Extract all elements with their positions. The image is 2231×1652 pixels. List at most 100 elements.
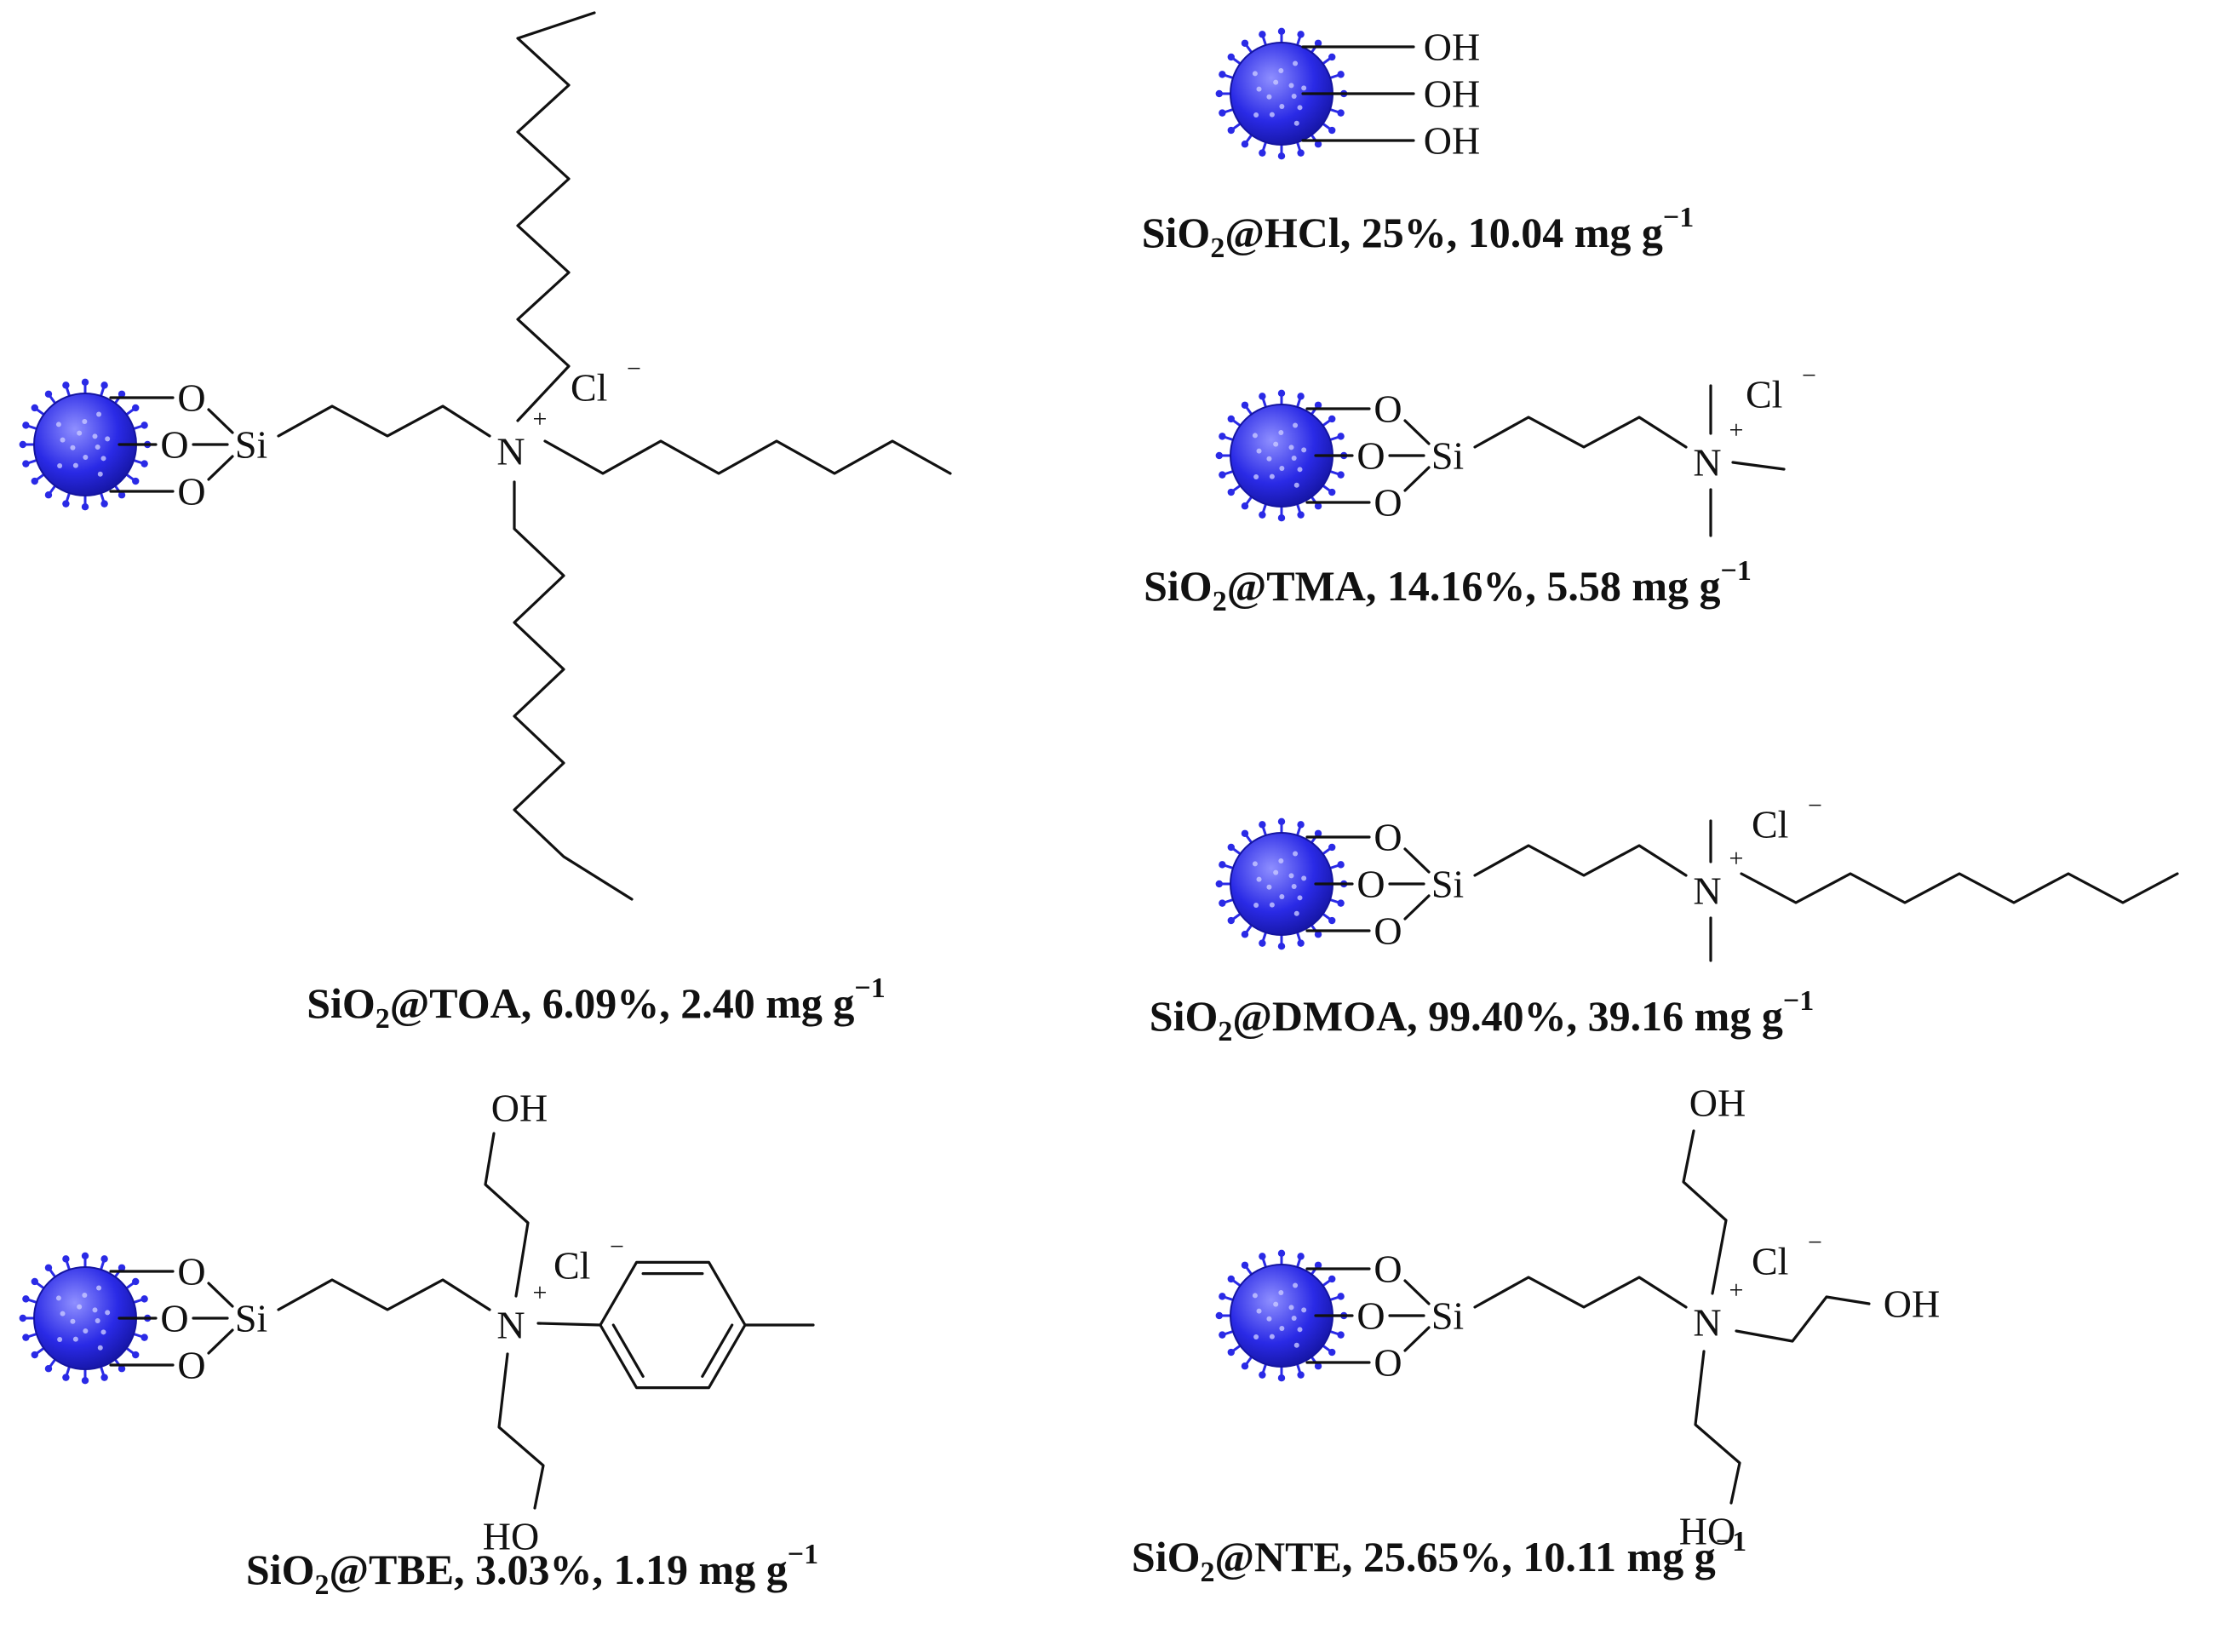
caption-exponent: −1 — [1721, 555, 1752, 587]
caption-exponent: −1 — [854, 972, 885, 1004]
particle-texture — [1252, 433, 1258, 439]
particle-spike-tip — [1227, 1348, 1235, 1357]
particle-texture — [1279, 465, 1285, 471]
particle-spike-tip — [1215, 451, 1224, 460]
particle-spike-tip — [1328, 1348, 1336, 1357]
particle-texture — [55, 1295, 61, 1301]
particle-texture — [1301, 1307, 1307, 1313]
particle-spike-tip — [1219, 471, 1226, 479]
silica-nanoparticle-icon — [19, 1252, 152, 1385]
particle-spike-tip — [44, 491, 53, 499]
oxygen-atom: O — [177, 470, 205, 513]
hydroxyl-group: OH — [1424, 119, 1480, 163]
chloride-ion: Cl — [553, 1244, 590, 1288]
hydroxyethyl-chain-down — [497, 1352, 545, 1510]
oxygen-atom: O — [1356, 434, 1385, 478]
particle-texture — [57, 463, 63, 469]
particle-spike-tip — [1277, 1374, 1286, 1382]
hydroxyl-group: OH — [1424, 26, 1480, 69]
particle-spike-tip — [141, 1334, 148, 1341]
particle-spike-tip — [1259, 939, 1266, 947]
particle-texture — [1293, 422, 1299, 428]
oxygen-atom: O — [1356, 1294, 1385, 1338]
particle-spike-tip — [1227, 1275, 1235, 1283]
oxygen-atom: O — [1356, 863, 1385, 906]
particle-texture — [1266, 456, 1272, 462]
octyl-chain — [1740, 872, 2179, 904]
particle-spike-tip — [31, 1277, 38, 1286]
particle-spike-tip — [132, 404, 140, 412]
particle-texture — [82, 419, 88, 425]
particle-texture — [1266, 94, 1272, 100]
particle-spike-tip — [81, 1252, 89, 1260]
particle-spike-tip — [1314, 1261, 1322, 1269]
hydroxyl-group: HO — [1679, 1510, 1735, 1553]
particle-spike-tip — [1277, 152, 1286, 160]
positive-charge: + — [1729, 845, 1744, 873]
particle-texture — [105, 436, 111, 442]
particle-spike-tip — [22, 1295, 30, 1303]
particle-spike-tip — [1337, 1331, 1345, 1339]
particle-spike-tip — [31, 477, 38, 485]
bond-line — [207, 1282, 234, 1308]
particle-spike-tip — [1314, 39, 1322, 47]
caption-details: @HCl, 25%, 10.04 mg g — [1224, 209, 1663, 256]
particle-spike-tip — [1241, 1261, 1249, 1269]
particle-texture — [1291, 93, 1297, 99]
particle-texture — [1252, 861, 1258, 867]
nitrogen-atom: N — [496, 430, 525, 473]
particle-texture — [95, 444, 100, 450]
octyl-chain-right — [543, 439, 952, 475]
bond-line — [207, 455, 234, 481]
negative-charge: − — [610, 1233, 624, 1261]
caption-details: @TBE, 3.03%, 1.19 mg g — [330, 1546, 788, 1593]
particle-texture — [1297, 895, 1303, 901]
particle-spike-tip — [100, 381, 108, 389]
particle-spike-tip — [1277, 943, 1286, 950]
particle-spike-tip — [1337, 1293, 1345, 1300]
positive-charge: + — [1729, 1276, 1744, 1305]
particle-spike-tip — [1277, 1249, 1286, 1258]
hydroxyl-group: OH — [1424, 72, 1480, 116]
particle-texture — [1269, 112, 1275, 118]
silicon-atom: Si — [1431, 434, 1464, 478]
negative-charge: − — [627, 355, 641, 383]
particle-spike-tip — [1297, 1371, 1305, 1379]
particle-spike-tip — [44, 390, 53, 398]
particle-spike-tip — [1297, 393, 1305, 400]
particle-spike-tip — [31, 1351, 38, 1359]
nitrogen-atom: N — [1693, 1301, 1721, 1345]
hydroxyethyl-chain-up — [484, 1132, 530, 1298]
bond-line — [1731, 461, 1786, 471]
particle-spike-tip — [1241, 502, 1249, 510]
oxygen-atom: O — [160, 423, 188, 467]
particle-spike-tip — [22, 422, 30, 429]
nitrogen-atom: N — [1693, 869, 1721, 913]
silica-nanoparticle-icon — [1215, 27, 1348, 160]
particle-spike-tip — [1259, 1253, 1266, 1260]
particle-spike-tip — [118, 1365, 126, 1373]
particle-spike-tip — [1314, 401, 1322, 409]
particle-spike-tip — [1297, 149, 1305, 157]
particle-spike-tip — [1215, 880, 1224, 888]
particle-spike-tip — [1219, 109, 1226, 117]
compound-caption: SiO2@HCl, 25%, 10.04 mg g−1 — [1142, 202, 1695, 264]
particle-spike-tip — [1241, 931, 1249, 938]
hydroxyethyl-chain-down — [1694, 1350, 1741, 1505]
particle-spike-tip — [1219, 899, 1226, 907]
particle-texture — [96, 1285, 102, 1291]
particle-spike-tip — [1337, 71, 1345, 78]
particle-spike-tip — [1219, 71, 1226, 78]
bond-line — [1403, 1326, 1431, 1352]
bond-line — [536, 1322, 602, 1327]
particle-texture — [60, 1311, 66, 1316]
particle-texture — [1273, 79, 1279, 85]
propyl-linker — [1473, 416, 1688, 449]
caption-formula: SiO — [1150, 992, 1219, 1040]
hydroxyl-group: HO — [483, 1515, 539, 1558]
caption-exponent: −1 — [1663, 202, 1694, 233]
caption-formula: SiO — [307, 979, 376, 1027]
particle-texture — [1291, 1315, 1297, 1321]
